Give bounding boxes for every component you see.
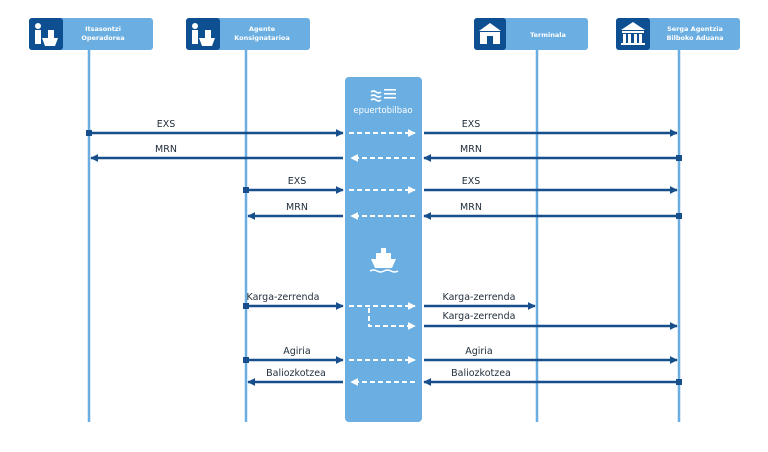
participant-aduana-line2: Bilboko Aduana xyxy=(666,34,723,42)
label-mrn-left-2: MRN xyxy=(286,202,308,213)
label-agiria-left: Agiria xyxy=(283,346,311,357)
participant-aduana-line1: Serga Agentzia xyxy=(667,25,723,33)
message-exs-1: EXS EXS xyxy=(86,119,678,137)
message-mrn-2: MRN MRN xyxy=(247,202,682,220)
label-karga-right-aduana: Karga-zerrenda xyxy=(443,311,516,322)
participant-terminala-line1: Terminala xyxy=(530,31,566,39)
label-exs-left-2: EXS xyxy=(288,176,307,187)
participant-agente-line1: Agente xyxy=(249,25,276,33)
participant-itsasontzi: Itsasontzi Operadorea xyxy=(29,18,153,50)
ship-crew-icon xyxy=(192,23,215,46)
message-baliozkotzea: Baliozkotzea Baliozkotzea xyxy=(247,368,682,386)
participant-itsasontzi-line1: Itsasontzi xyxy=(85,25,121,33)
participant-itsasontzi-line2: Operadorea xyxy=(81,34,124,42)
label-agiria-right: Agiria xyxy=(465,346,493,357)
logo-bars xyxy=(384,89,396,99)
label-mrn-right-2: MRN xyxy=(460,202,482,213)
message-agiria: Agiria Agiria xyxy=(243,346,678,364)
label-karga-left: Karga-zerrenda xyxy=(247,292,320,303)
label-exs-right-2: EXS xyxy=(462,176,481,187)
label-baliozkotzea-right: Baliozkotzea xyxy=(451,368,511,379)
participant-aduana: Serga Agentzia Bilboko Aduana xyxy=(616,18,740,50)
label-mrn-left-1: MRN xyxy=(155,144,177,155)
participant-agente: Agente Konsignatarioa xyxy=(186,18,310,50)
hub-logo-text: epuertobilbao xyxy=(353,106,412,116)
customs-building-icon xyxy=(621,22,645,45)
label-exs-left-1: EXS xyxy=(157,119,176,130)
terminal-building-icon xyxy=(479,23,501,44)
label-exs-right-1: EXS xyxy=(462,119,481,130)
message-karga-zerrenda: Karga-zerrenda Karga-zerrenda Karga-zerr… xyxy=(243,292,678,330)
message-mrn-1: MRN MRN xyxy=(90,144,682,162)
label-baliozkotzea-left: Baliozkotzea xyxy=(266,368,326,379)
waves-icon xyxy=(370,90,382,102)
ship-icon xyxy=(369,248,399,273)
hub-epuertobilbao: epuertobilbao xyxy=(345,77,422,422)
ship-crew-icon xyxy=(35,23,58,46)
message-exs-2: EXS EXS xyxy=(243,176,678,194)
label-mrn-right-1: MRN xyxy=(460,144,482,155)
label-karga-right-terminala: Karga-zerrenda xyxy=(443,292,516,303)
participant-terminala: Terminala xyxy=(474,18,588,50)
participant-agente-line2: Konsignatarioa xyxy=(234,34,290,42)
